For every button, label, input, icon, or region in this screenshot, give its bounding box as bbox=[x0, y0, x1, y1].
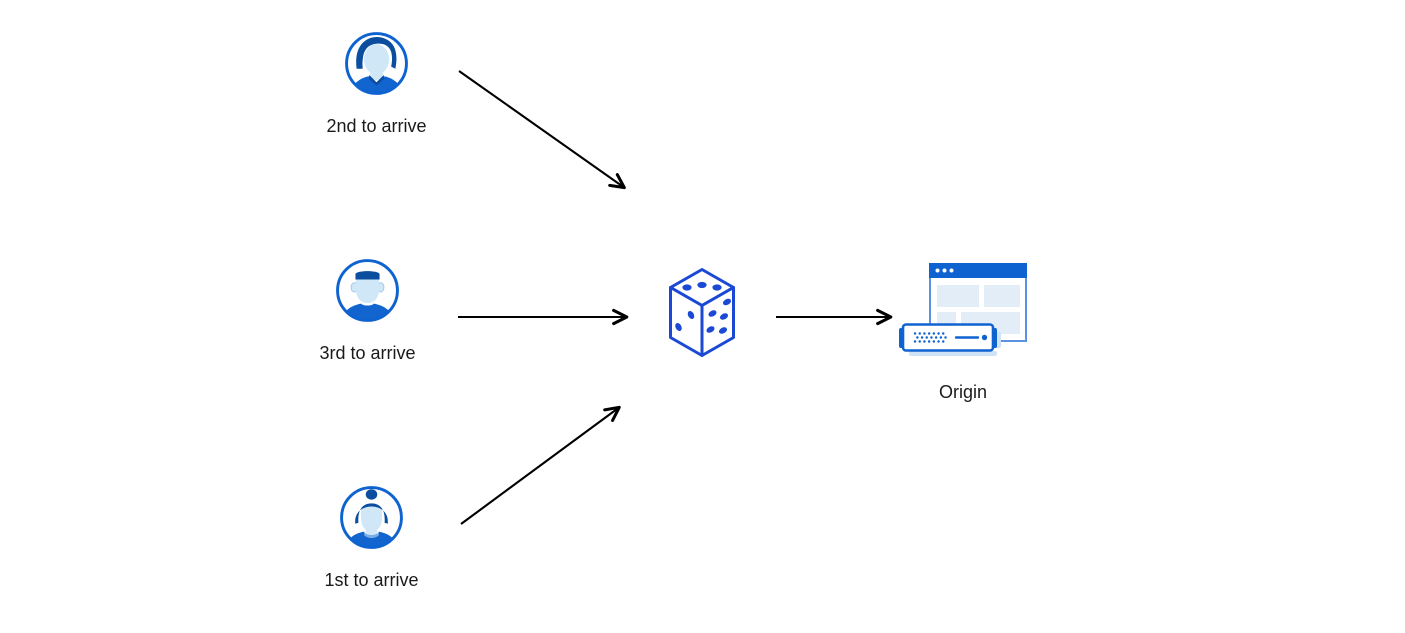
node-user-first: 1st to arrive bbox=[299, 484, 444, 590]
dice-icon bbox=[667, 267, 737, 358]
node-user-third: 3rd to arrive bbox=[295, 257, 440, 363]
user-second-label: 2nd to arrive bbox=[326, 116, 427, 136]
origin-label: Origin bbox=[938, 382, 987, 402]
node-randomizer bbox=[667, 267, 737, 358]
user-first-label: 1st to arrive bbox=[324, 570, 419, 590]
arrow-user-first-to-dice bbox=[460, 405, 621, 525]
node-origin: Origin bbox=[896, 262, 1030, 402]
user-avatar-female-bun-icon bbox=[338, 484, 405, 551]
node-user-second: 2nd to arrive bbox=[304, 30, 449, 136]
arrow-user-second-to-dice bbox=[458, 70, 626, 190]
origin-browser-server-icon bbox=[897, 262, 1029, 363]
user-third-label: 3rd to arrive bbox=[319, 343, 416, 363]
user-avatar-male-swept-hair-icon bbox=[343, 30, 410, 97]
user-avatar-male-flattop-icon bbox=[334, 257, 401, 324]
